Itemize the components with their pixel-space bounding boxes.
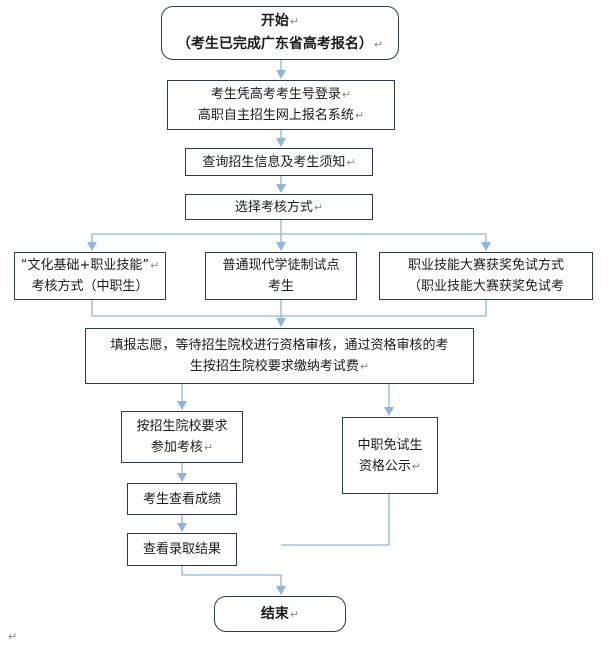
exempt-publicity-step: 中职免试生 资格公示↵ xyxy=(342,417,438,494)
query-step: 查询招生信息及考生须知↵ xyxy=(185,148,373,176)
trailing-paragraph-mark: ↵ xyxy=(8,630,18,643)
method-apprenticeship: 普通现代学徒制试点 考生 xyxy=(205,252,357,300)
arrow-result-end xyxy=(181,566,286,595)
select-step: 选择考核方式↵ xyxy=(185,194,373,220)
apply-review-step: 填报志愿，等待招生院校进行资格审核，通过资格审核的考 生按招生院校要求缴纳考试费… xyxy=(85,328,474,384)
end-node: 结束↵ xyxy=(214,596,346,632)
start-node: 开始↵ （考生已完成广东省高考报名）↵ xyxy=(161,6,399,60)
method-competition-exempt: 职业技能大赛获奖免试方式 （职业技能大赛获奖免试考 xyxy=(379,252,593,300)
method-culture-skill: “文化基础+职业技能”↵ 考核方式（中职生） xyxy=(14,252,166,300)
exam-step: 按招生院校要求 参加考核↵ xyxy=(121,411,243,463)
line-exempt-end xyxy=(281,494,390,546)
view-result-step: 查看录取结果 xyxy=(127,533,237,566)
login-step: 考生凭高考考生号登录↵ 高职自主招生网上报名系统↵ xyxy=(167,80,395,130)
view-score-step: 考生查看成绩 xyxy=(127,483,237,515)
